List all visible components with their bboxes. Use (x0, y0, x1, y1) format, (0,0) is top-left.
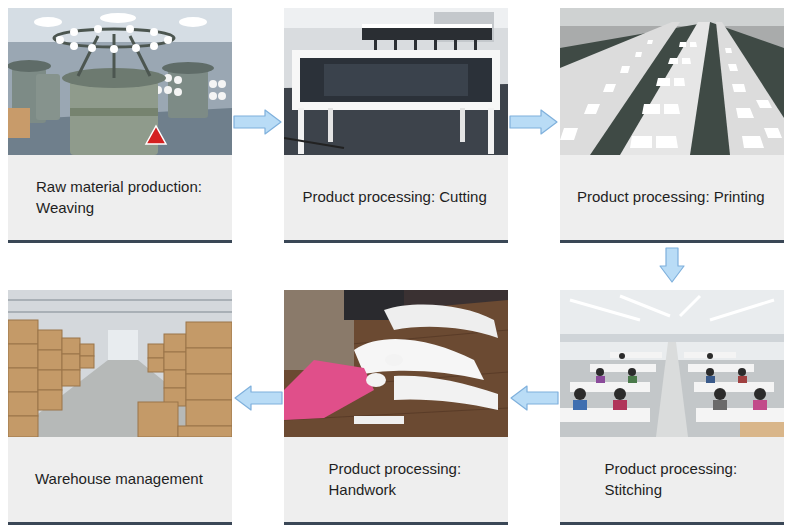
caption-band: Raw material production: Weaving (8, 155, 232, 243)
process-panel: Warehouse management (8, 290, 232, 525)
caption-band: Product processing: Cutting (284, 155, 508, 243)
cutting-photo (284, 8, 508, 155)
flow-arrow (511, 386, 558, 410)
step-label: Product processing: Handwork (329, 459, 464, 500)
process-panel: Product processing: Printing (560, 8, 784, 243)
process-panel: Raw material production: Weaving (8, 8, 232, 243)
step-label: Warehouse management (35, 469, 205, 489)
printing-photo (560, 8, 784, 155)
step-label: Raw material production: Weaving (36, 177, 204, 218)
process-panel: Product processing: Cutting (284, 8, 508, 243)
caption-band: Product processing: Printing (560, 155, 784, 243)
caption-band: Product processing: Stitching (560, 437, 784, 525)
step-label: Product processing: Stitching (605, 459, 740, 500)
process-panel: Product processing: Stitching (560, 290, 784, 525)
process-panel: Product processing: Handwork (284, 290, 508, 525)
stitching-photo (560, 290, 784, 437)
flow-arrow (660, 248, 684, 282)
step-label: Product processing: Printing (577, 187, 767, 207)
caption-band: Warehouse management (8, 437, 232, 525)
handwork-photo (284, 290, 508, 437)
warehouse-photo (8, 290, 232, 437)
flow-arrow (510, 110, 557, 134)
caption-band: Product processing: Handwork (284, 437, 508, 525)
step-label: Product processing: Cutting (303, 187, 490, 207)
flow-arrow (235, 386, 282, 410)
flow-arrow (234, 110, 281, 134)
weaving-photo (7, 8, 232, 155)
